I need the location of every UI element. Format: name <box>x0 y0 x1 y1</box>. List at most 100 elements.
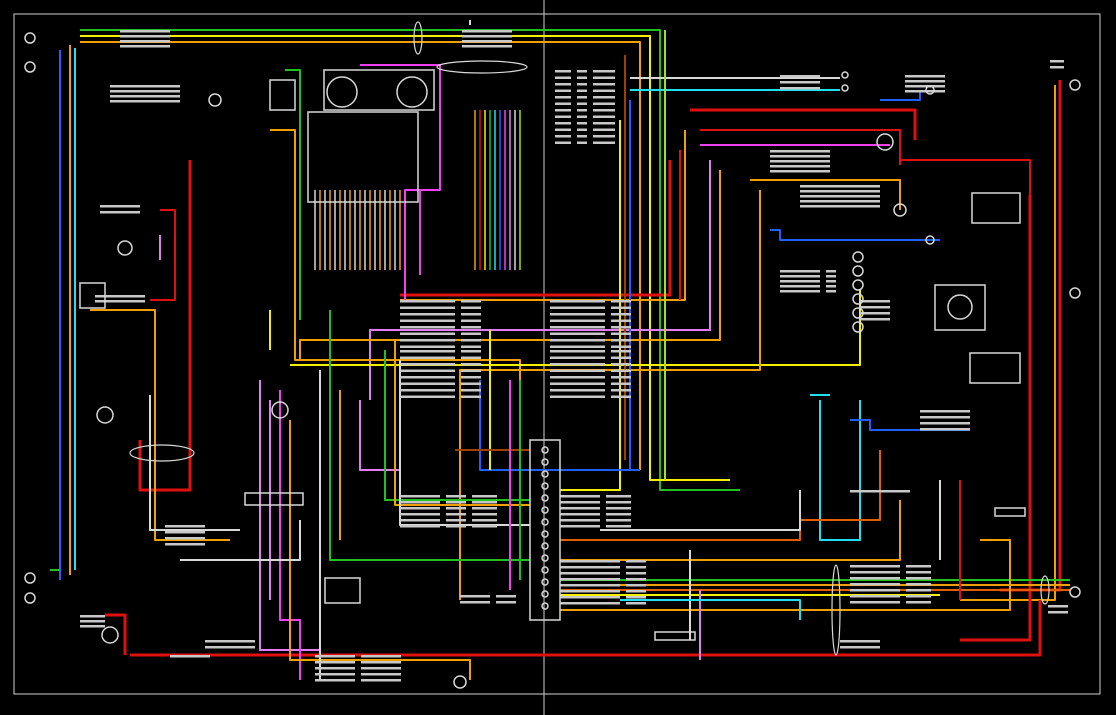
label-text <box>496 595 516 598</box>
terminal-icon <box>541 458 549 466</box>
wire-red <box>400 160 672 297</box>
label-text <box>780 290 820 293</box>
wire-orange <box>960 85 1056 601</box>
components <box>24 21 1081 689</box>
terminal-icon <box>541 506 549 514</box>
label-text <box>611 339 631 342</box>
label-text <box>905 75 945 78</box>
label-text <box>611 345 631 348</box>
terminal-icon <box>541 446 549 454</box>
terminal-icon <box>541 554 549 562</box>
wire-green <box>80 29 740 491</box>
label-text <box>905 90 945 93</box>
label-text <box>850 565 900 568</box>
label-text <box>920 428 970 431</box>
label-text <box>446 525 466 528</box>
label-text <box>461 345 481 348</box>
label-text <box>560 596 620 599</box>
label-text <box>400 363 455 366</box>
label-text <box>315 661 355 664</box>
terminal-icon <box>541 470 549 478</box>
label-text <box>170 655 210 658</box>
label-text <box>446 501 466 504</box>
label-text <box>361 667 401 670</box>
terminal-icon <box>541 518 549 526</box>
label-text <box>461 356 481 359</box>
label-text <box>593 70 615 73</box>
label-text <box>770 170 830 173</box>
wire-orange <box>289 420 471 680</box>
label-text <box>606 495 631 498</box>
gauge-icon <box>852 265 864 277</box>
label-blocks <box>80 30 1068 682</box>
label-text <box>560 507 600 510</box>
label-text <box>461 369 481 372</box>
ignition-switch <box>934 284 986 331</box>
label-text <box>850 571 900 574</box>
label-text <box>626 596 646 599</box>
label-text <box>400 319 455 322</box>
wires <box>50 20 1070 680</box>
label-text <box>461 313 481 316</box>
label-text <box>606 507 631 510</box>
wire-white <box>180 520 301 561</box>
sensor-icon <box>271 401 289 419</box>
label-text <box>560 578 620 581</box>
label-text <box>840 640 880 643</box>
label-text <box>611 389 631 392</box>
label-text <box>205 640 255 643</box>
label-text <box>780 87 820 90</box>
label-text <box>461 363 481 366</box>
wire-yellow <box>560 120 621 491</box>
label-text <box>611 332 631 335</box>
label-text <box>550 332 605 335</box>
wire-orange <box>560 539 1011 611</box>
wire-red <box>900 159 1031 195</box>
label-text <box>780 275 820 278</box>
switch-icon <box>893 203 907 217</box>
label-text <box>400 376 455 379</box>
label-text <box>780 285 820 288</box>
label-text <box>400 525 440 528</box>
wire-green <box>285 69 301 320</box>
label-text <box>550 345 605 348</box>
label-text <box>555 83 571 86</box>
wire-cyan <box>620 599 801 620</box>
label-text <box>446 513 466 516</box>
label-text <box>560 566 620 569</box>
label-text <box>906 589 931 592</box>
label-text <box>100 205 140 208</box>
label-text <box>461 376 481 379</box>
label-text <box>780 75 820 78</box>
label-text <box>120 35 170 38</box>
wire-red <box>138 160 192 492</box>
label-text <box>850 490 910 493</box>
label-text <box>920 422 970 425</box>
label-text <box>770 160 830 163</box>
wire-red <box>130 600 1042 657</box>
label-text <box>593 128 615 131</box>
gauge-icon <box>852 279 864 291</box>
label-text <box>611 300 631 303</box>
label-text <box>860 300 890 303</box>
label-text <box>472 507 497 510</box>
label-text <box>780 280 820 283</box>
label-text <box>577 115 587 118</box>
label-text <box>800 190 880 193</box>
label-text <box>611 382 631 385</box>
wire-orange <box>299 170 721 360</box>
wire-magenta <box>360 64 441 300</box>
label-text <box>550 363 605 366</box>
label-text <box>400 345 455 348</box>
label-text <box>461 350 481 353</box>
fuse-block <box>323 69 435 111</box>
label-text <box>577 141 587 144</box>
label-text <box>165 543 205 546</box>
label-text <box>560 501 600 504</box>
label-text <box>611 376 631 379</box>
label-text <box>400 507 440 510</box>
label-text <box>593 76 615 79</box>
wire-white <box>600 490 801 531</box>
label-text <box>560 513 600 516</box>
label-text <box>205 646 255 649</box>
